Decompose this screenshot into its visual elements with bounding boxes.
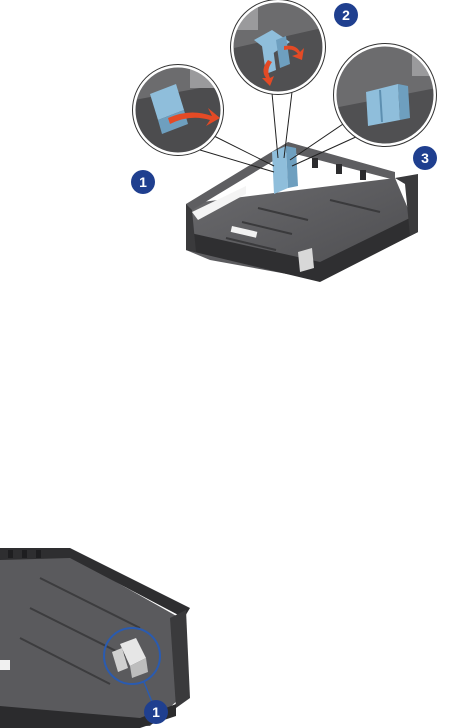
callout-number: 1: [152, 704, 160, 720]
paper-tray-illustration-bottom: 1: [0, 548, 200, 728]
callout-badge-1: 1: [131, 170, 155, 194]
paper-tray: [186, 142, 418, 282]
inset-step-3: [330, 40, 440, 150]
callout-badge-3: 3: [413, 146, 437, 170]
paper-tray-illustration-top: 1 2 3: [0, 0, 452, 300]
inset-step-1: [130, 60, 230, 160]
callout-badge-1-bottom: 1: [144, 700, 168, 724]
paper-tray-corner: [0, 548, 190, 728]
callout-number: 1: [139, 174, 147, 190]
callout-badge-2: 2: [334, 3, 358, 27]
callout-number: 2: [342, 7, 350, 23]
callout-number: 3: [421, 150, 429, 166]
inset-step-2: [228, 0, 328, 100]
